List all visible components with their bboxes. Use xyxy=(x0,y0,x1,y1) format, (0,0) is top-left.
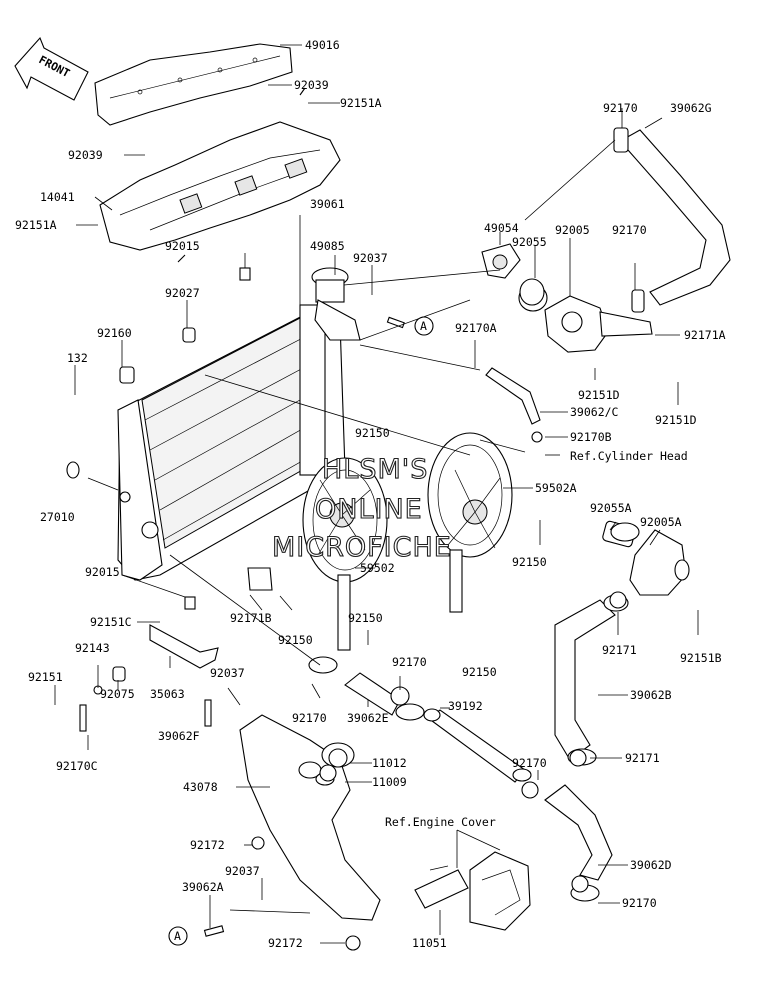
part-label: 92172 xyxy=(268,936,303,950)
part-label: 11051 xyxy=(412,936,447,950)
part-label: 92170A xyxy=(455,321,497,335)
hose-39062C xyxy=(485,367,541,425)
part-label: 92055 xyxy=(512,235,547,249)
part-label: 92055A xyxy=(590,501,632,515)
part-label: 59502A xyxy=(535,481,577,495)
hose-39062B xyxy=(554,594,629,766)
ref-marker-a-bottom: A xyxy=(168,926,188,946)
part-label: 43078 xyxy=(183,780,218,794)
part-label: 39192 xyxy=(448,699,483,713)
part-label: 92005A xyxy=(640,515,682,529)
part-label: 39062E xyxy=(347,711,389,725)
part-label: 11012 xyxy=(372,756,407,770)
part-label: 92170 xyxy=(512,756,547,770)
part-label: 11009 xyxy=(372,775,407,789)
ref-marker-a-top: A xyxy=(414,316,434,336)
part-label: 39062A xyxy=(182,880,224,894)
part-label: 39062/C xyxy=(570,405,619,419)
part-label: 39062D xyxy=(630,858,672,872)
part-label: 92170B xyxy=(570,430,612,444)
part-label: 39062B xyxy=(630,688,672,702)
part-label: 92150 xyxy=(348,611,383,625)
ref-marker-a-bottom-text: A xyxy=(174,929,181,943)
part-label: 35063 xyxy=(150,687,185,701)
ref-engine-cover: Ref.Engine Cover xyxy=(385,815,496,829)
watermark: HLSM'S ONLINE MICROFICHE xyxy=(271,453,452,563)
fan-59502A xyxy=(427,432,526,613)
part-label: 59502 xyxy=(360,561,395,575)
part-label: 92171 xyxy=(602,643,637,657)
part-label: 49054 xyxy=(484,221,519,235)
part-label: 27010 xyxy=(40,510,75,524)
part-label: 39062F xyxy=(158,729,200,743)
part-label: 92150 xyxy=(355,426,390,440)
part-label: 92151 xyxy=(28,670,63,684)
part-label: 92075 xyxy=(100,687,135,701)
watermark-line-3: MICROFICHE xyxy=(272,532,452,563)
ref-cylinder-head: Ref.Cylinder Head xyxy=(570,449,688,463)
watermark-line-1: HLSM'S xyxy=(322,454,428,485)
part-label: 92170C xyxy=(56,759,98,773)
hose-39192 xyxy=(423,708,532,783)
part-label: 92151A xyxy=(15,218,57,232)
fan-59502 xyxy=(302,457,388,651)
part-label: 92151A xyxy=(340,96,382,110)
radiator-cap-49085 xyxy=(311,267,361,341)
hose-39062G xyxy=(613,127,731,313)
thermostat-49054 xyxy=(481,243,521,279)
part-label: 92027 xyxy=(165,286,200,300)
part-label: 92171 xyxy=(625,751,660,765)
part-label: 92170 xyxy=(392,655,427,669)
reservoir-tank-43078 xyxy=(239,714,381,921)
top-cover-49016 xyxy=(94,43,293,126)
part-label: 92039 xyxy=(68,148,103,162)
part-label: 92005 xyxy=(555,223,590,237)
part-label: 92170 xyxy=(612,223,647,237)
part-label: 92150 xyxy=(462,665,497,679)
part-label: 92037 xyxy=(353,251,388,265)
part-label: 92151D xyxy=(655,413,697,427)
part-label: 92143 xyxy=(75,641,110,655)
part-label: 49085 xyxy=(310,239,345,253)
bracket-11051 xyxy=(414,865,469,909)
part-labels: 49016 92039 92151A 92039 14041 92151A 39… xyxy=(15,38,726,950)
leader-lines xyxy=(54,44,699,944)
part-label: 92151B xyxy=(680,651,722,665)
part-label: 92160 xyxy=(97,326,132,340)
part-label: 92170 xyxy=(622,896,657,910)
part-label: 92015 xyxy=(85,565,120,579)
part-label: 49016 xyxy=(305,38,340,52)
front-arrow-icon: FRONT xyxy=(14,36,89,101)
part-label: 92151D xyxy=(578,388,620,402)
part-label: 92170 xyxy=(292,711,327,725)
part-label: 92150 xyxy=(512,555,547,569)
part-label: 39062G xyxy=(670,101,712,115)
shroud-14041 xyxy=(99,121,341,251)
part-label: 14041 xyxy=(40,190,75,204)
hose-39062E xyxy=(308,656,425,721)
small-parts xyxy=(66,87,640,951)
radiator xyxy=(117,304,346,581)
part-label: 92037 xyxy=(225,864,260,878)
part-label: 92015 xyxy=(165,239,200,253)
part-label: 92150 xyxy=(278,633,313,647)
part-label: 92039 xyxy=(294,78,329,92)
part-label: 92170 xyxy=(603,101,638,115)
part-label: 92172 xyxy=(190,838,225,852)
ref-marker-a-top-text: A xyxy=(420,319,427,333)
part-label: 132 xyxy=(67,351,88,365)
part-label: 92151C xyxy=(90,615,132,629)
part-label: 92171A xyxy=(684,328,726,342)
watermark-line-2: ONLINE xyxy=(315,494,423,525)
engine-cover-ref xyxy=(469,851,531,931)
part-label: 92037 xyxy=(210,666,245,680)
part-label: 39061 xyxy=(310,197,345,211)
part-label: 92171B xyxy=(230,611,272,625)
